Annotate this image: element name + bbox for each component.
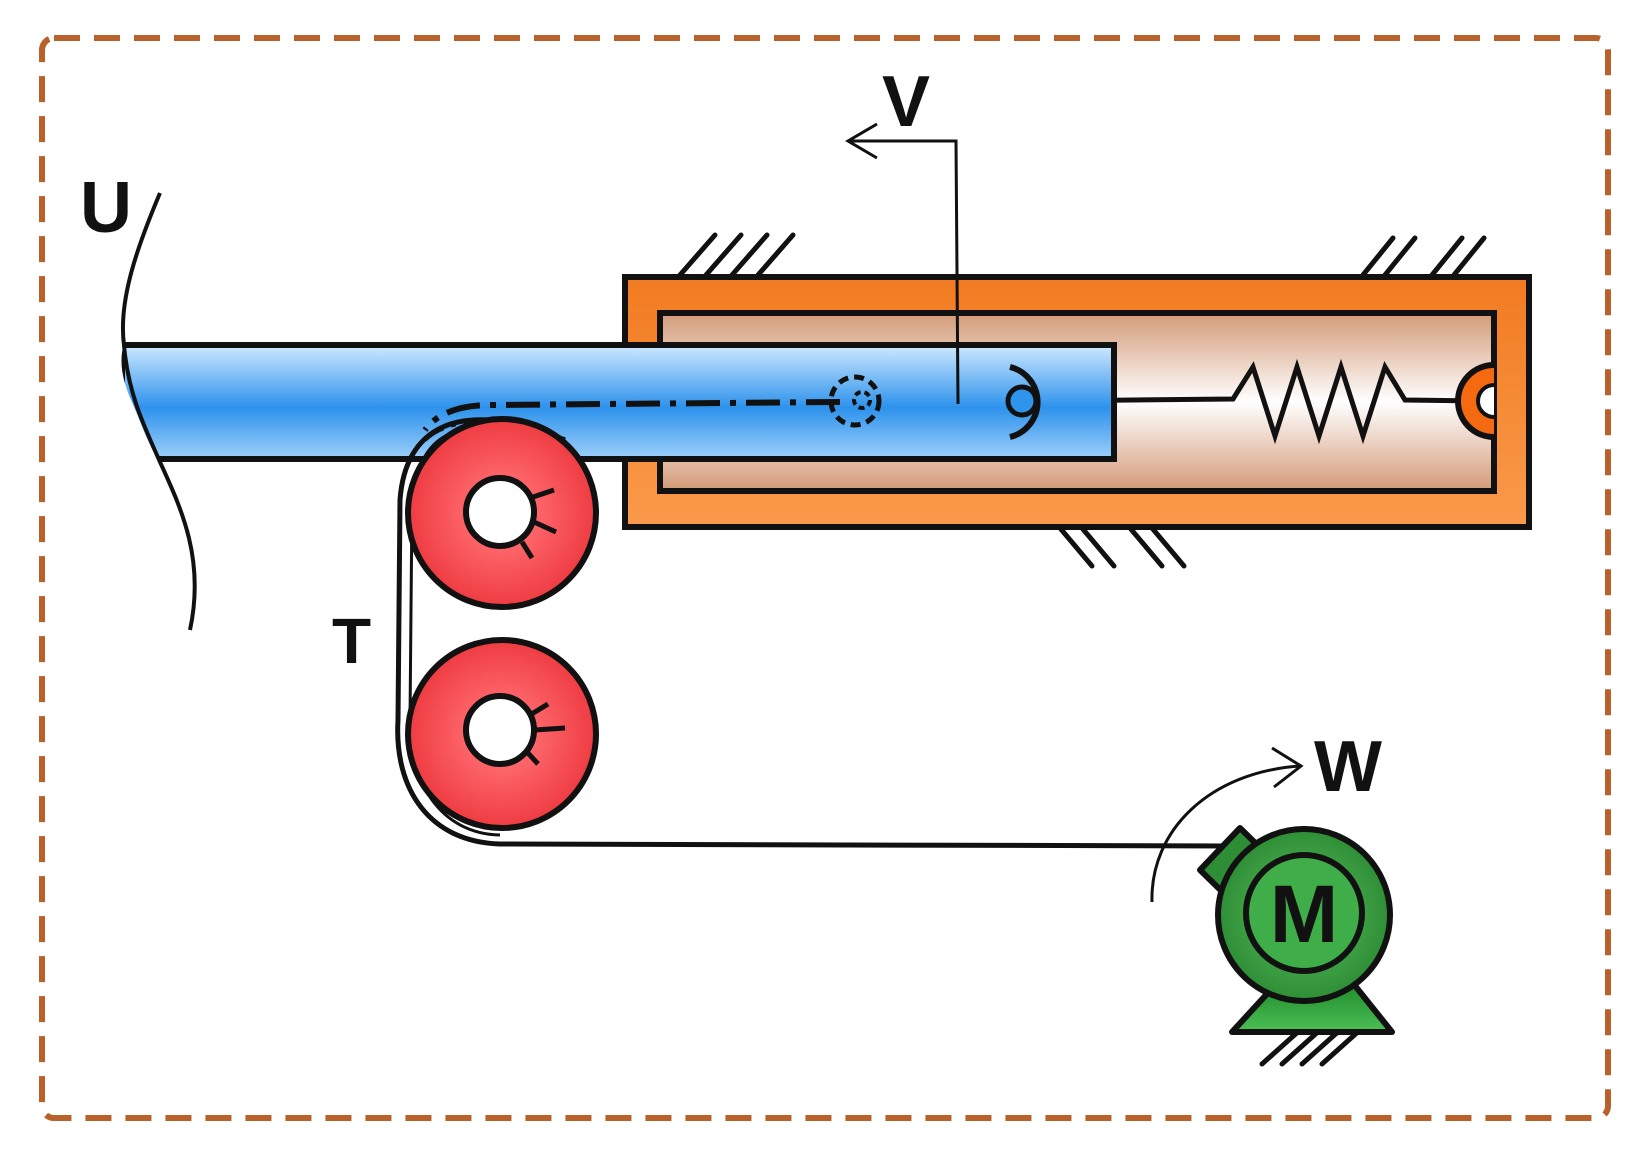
hidden-tape-path [422, 399, 841, 432]
piston-rod [119, 342, 1117, 462]
rod-pin-bracket [1009, 364, 1041, 440]
spring-anchor-ring [1476, 383, 1495, 419]
ground-hatch-cylinder-top-left [677, 232, 796, 278]
break-line [120, 192, 197, 631]
ground-hatch-cylinder-top-right [1360, 235, 1487, 278]
spring [1039, 358, 1483, 445]
roller-bottom-bearing [463, 693, 537, 767]
velocity-arrowhead [845, 122, 878, 160]
label-u: U [80, 168, 132, 248]
motor-ring [1243, 852, 1365, 974]
rotation-arrow [1150, 764, 1301, 903]
velocity-arrow [848, 139, 960, 405]
label-t: T [332, 605, 371, 677]
motor: M [1197, 825, 1395, 1067]
roller-top-bearing [463, 475, 537, 549]
ground-hatch-cylinder-bottom [1057, 525, 1187, 569]
rotation-arrowhead [1271, 746, 1304, 789]
rod-pin [1005, 384, 1039, 418]
roller-top [405, 416, 599, 610]
rod-cut-mask [100, 340, 160, 462]
hidden-pulley-hub [852, 390, 872, 410]
motor-ground-hatch [1259, 1027, 1363, 1067]
hidden-pulley [828, 374, 882, 428]
boundary-frame [39, 35, 1611, 1121]
roller-bottom [405, 637, 599, 831]
label-w: W [1314, 727, 1382, 807]
motor-label: M [1270, 869, 1338, 960]
label-v: V [882, 62, 930, 142]
